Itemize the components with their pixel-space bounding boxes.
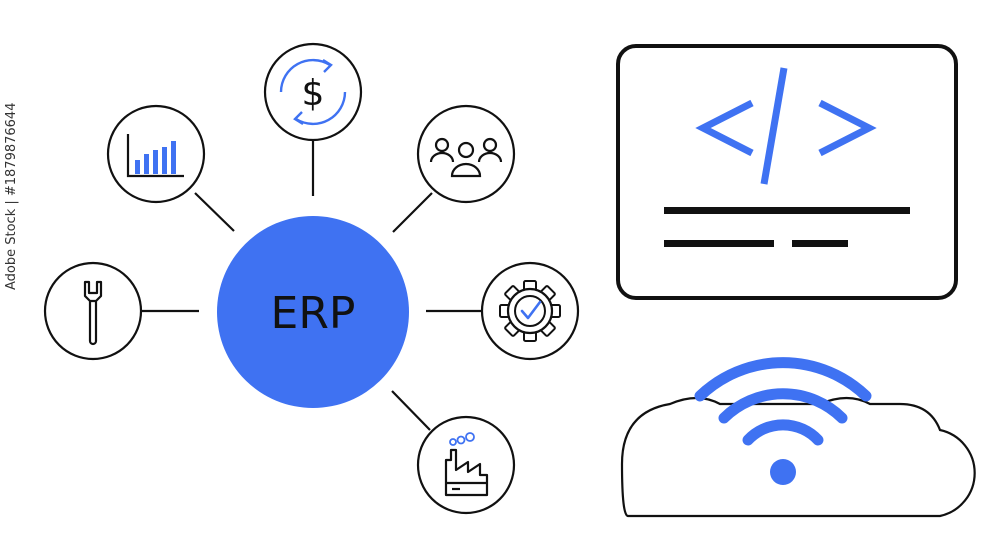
dollar-cycle-icon: $ (263, 42, 363, 142)
connector-lines (141, 140, 482, 431)
stock-watermark: Adobe Stock | #1879876644 (4, 102, 19, 290)
svg-text:$: $ (302, 73, 325, 114)
gear-check-icon (480, 261, 580, 361)
wrench-icon (43, 261, 143, 361)
team-icon (416, 104, 516, 204)
code-brackets-icon (695, 67, 877, 185)
erp-hub: ERP (217, 216, 409, 408)
factory-icon (416, 415, 516, 515)
wifi-cloud-icon (620, 357, 976, 518)
bar-chart-icon (106, 104, 206, 204)
erp-hub-label: ERP (271, 288, 356, 339)
code-window (616, 44, 958, 300)
